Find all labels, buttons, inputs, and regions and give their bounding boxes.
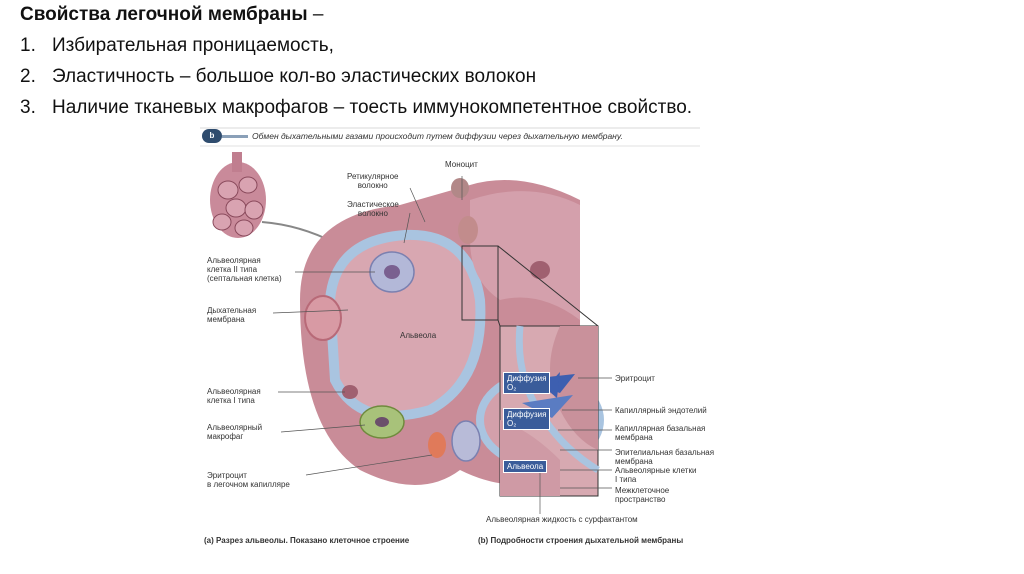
label-alveolar-cells-type1: Альвеолярные клетки I типа [615,466,696,484]
label-alveolar-fluid: Альвеолярная жидкость с сурфактантом [486,515,638,524]
monocyte-cell [451,178,469,198]
label-alveola-box: Альвеола [503,460,547,473]
label-alveola: Альвеола [400,331,436,340]
figure-badge: b [202,129,222,143]
label-alveolar-type1: Альвеолярная клетка I типа [207,387,261,405]
erythrocyte-cell [428,432,446,458]
label-monocyte: Моноцит [445,160,478,169]
caption-b: (b) Подробности строения дыхательной мем… [478,536,683,545]
badge-bar [222,135,248,138]
label-capillary-endothelium: Капиллярный эндотелий [615,406,707,415]
caption-a: (a) Разрез альвеолы. Показано клеточное … [204,536,409,545]
label-epithelial-basal: Эпителиальная базальная мембрана [615,448,714,466]
figure-caption-top: Обмен дыхательными газами происходит пут… [252,131,623,141]
label-elastic-fiber: Эластическое волокно [347,200,399,218]
label-alveolar-type2: Альвеолярная клетка II типа (септальная … [207,256,282,283]
label-capillary-basal: Капиллярная базальная мембрана [615,424,705,442]
lung-lobule-icon [210,152,266,238]
label-diffusion-2: Диффузия O₂ [503,408,550,430]
label-diffusion-1: Диффузия O₂ [503,372,550,394]
label-interstitial-space: Межклеточное пространство [615,486,669,504]
label-reticular-fiber: Ретикулярное волокно [347,172,398,190]
label-erythrocyte: Эритроцит [615,374,655,383]
label-macrophage: Альвеолярный макрофаг [207,423,262,441]
label-erythrocyte-capillary: Эритроцит в легочном капилляре [207,471,290,489]
label-respiratory-membrane: Дыхательная мембрана [207,306,256,324]
